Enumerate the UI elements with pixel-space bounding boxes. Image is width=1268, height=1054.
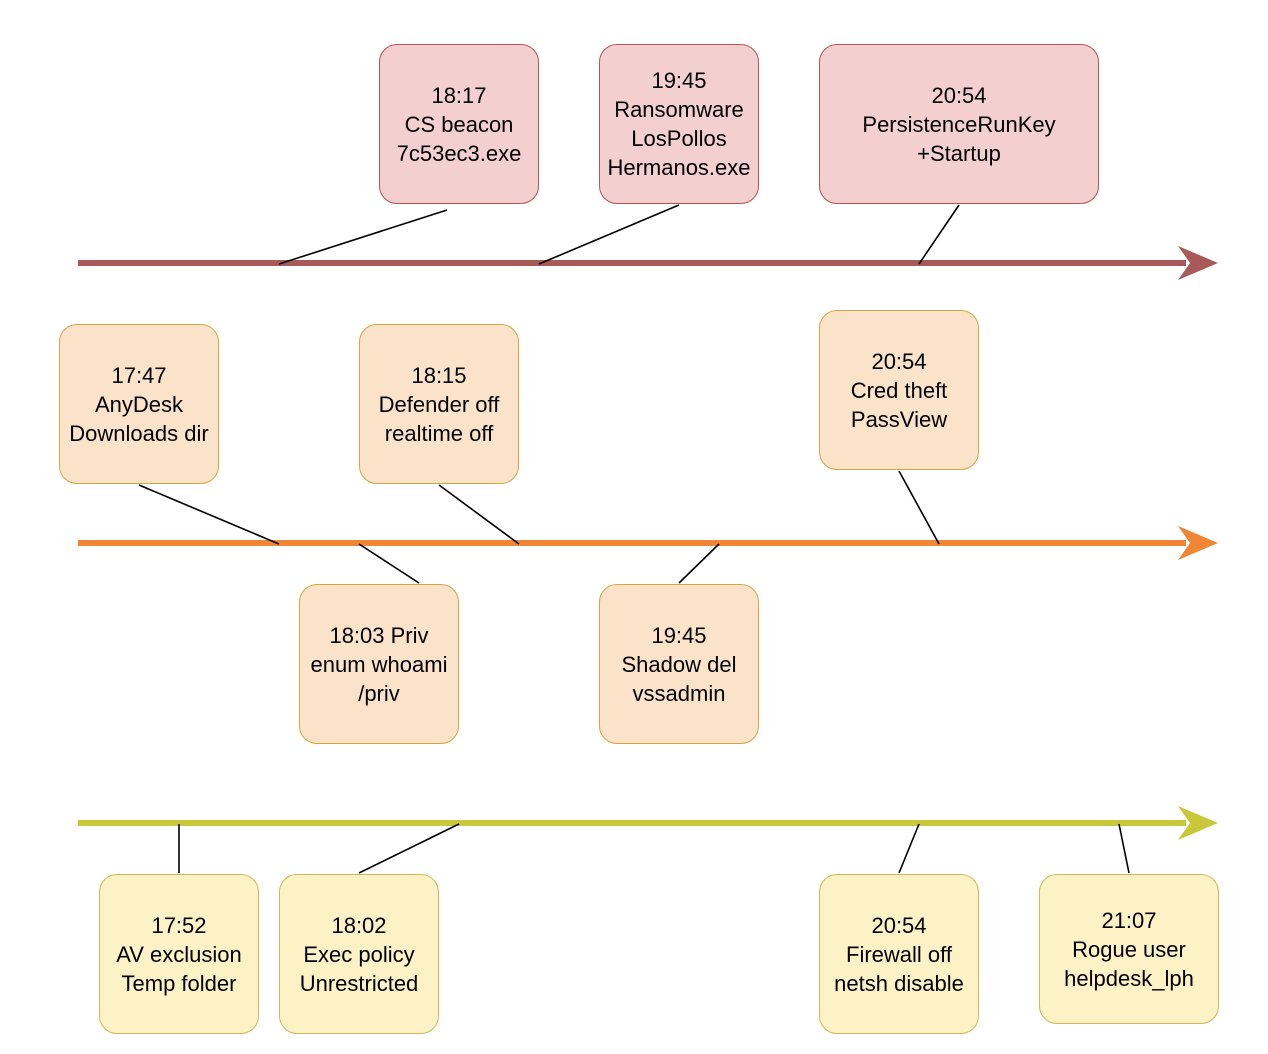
connector-firewall-off (898, 823, 920, 874)
event-line: helpdesk_lph (1064, 965, 1194, 991)
event-line: LosPollos (631, 126, 727, 151)
event-line: enum whoami (310, 651, 448, 677)
event-line: realtime off (384, 420, 494, 446)
event-line: 18:03 Priv (329, 622, 429, 648)
event-text: 18:17 CS beacon 7c53ec3.exe (397, 81, 522, 168)
event-line: 17:47 (111, 362, 167, 388)
event-line: 19:45 (651, 622, 707, 648)
event-line: 7c53ec3.exe (396, 140, 522, 166)
event-line: Hermanos.exe (607, 155, 751, 180)
event-line: CS beacon (404, 111, 514, 137)
event-line: 18:15 (411, 362, 467, 388)
connector-persistence (918, 204, 960, 265)
event-line: 21:07 (1101, 907, 1157, 933)
event-line: PersistenceRunKey (862, 111, 1056, 137)
event-line: Temp folder (121, 970, 237, 996)
event-line: netsh disable (834, 970, 964, 996)
connector-priv-enum (358, 543, 420, 584)
event-line: 17:52 (151, 912, 207, 938)
event-line: Unrestricted (299, 970, 419, 996)
timeline-ransomware-arrowhead (1178, 246, 1218, 280)
timeline-defense-arrowhead (1178, 806, 1218, 840)
connector-rogue-user (1118, 823, 1130, 874)
event-text: 18:03 Priv enum whoami/priv (311, 621, 448, 708)
event-line: Ransomware (614, 97, 744, 122)
connector-defender-off (438, 484, 520, 545)
event-line: vssadmin (632, 680, 726, 706)
event-line: AnyDesk (94, 391, 184, 417)
event-line: 20:54 (871, 912, 927, 938)
event-line: 20:54 (871, 348, 927, 374)
event-line: 19:45 (651, 68, 707, 93)
connector-ransomware (538, 204, 680, 265)
timeline-intrusion-arrowhead (1178, 526, 1218, 560)
connector-cs-beacon (278, 209, 448, 265)
event-line: PassView (850, 406, 948, 432)
event-line: Downloads dir (69, 420, 209, 446)
event-box-priv-enum[interactable]: 18:03 Priv enum whoami/priv (299, 584, 459, 744)
connector-exec-policy (358, 823, 460, 874)
connector-shadow-del (678, 543, 720, 584)
event-box-cs-beacon[interactable]: 18:17 CS beacon 7c53ec3.exe (379, 44, 539, 204)
event-line: Rogue user (1072, 936, 1186, 962)
event-line: 18:02 (331, 912, 387, 938)
event-line: Firewall off (846, 941, 952, 967)
event-line: Shadow del (621, 651, 737, 677)
event-line: 20:54 (931, 82, 987, 108)
event-line: 18:17 (431, 82, 487, 108)
event-line: Cred theft (850, 377, 948, 403)
connector-anydesk (138, 484, 280, 545)
event-line: Defender off (378, 391, 500, 417)
connector-cred-theft (898, 470, 940, 545)
event-line: Exec policy (303, 941, 415, 967)
event-line: AV exclusion (116, 941, 242, 967)
event-line: +Startup (917, 140, 1001, 166)
event-line: /priv (358, 680, 400, 706)
